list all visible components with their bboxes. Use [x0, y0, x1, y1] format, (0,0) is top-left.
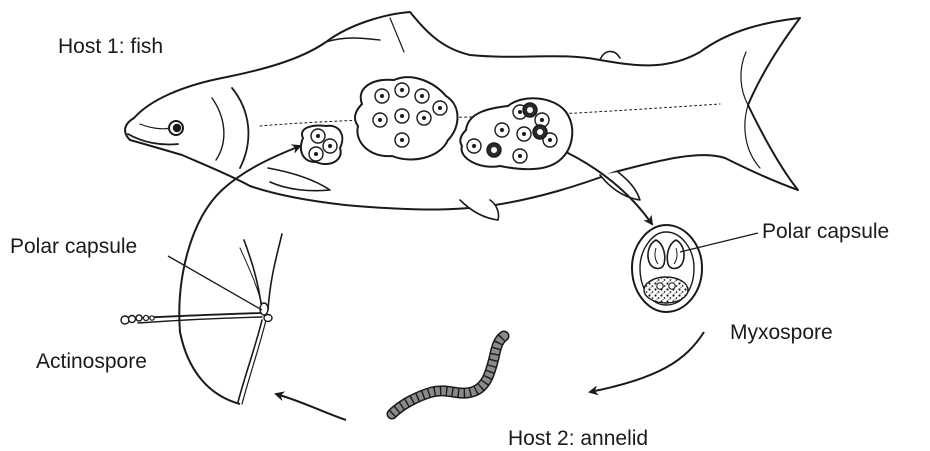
cyst-cell-nucleus: [380, 94, 384, 98]
cyst-cell-nucleus: [400, 138, 404, 142]
annelid-worm: [392, 336, 504, 414]
cyst-cell-nucleus: [527, 107, 533, 113]
cyst-cell-nucleus: [518, 154, 522, 158]
cyst-cell-nucleus: [422, 116, 426, 120]
polar-capsule-label-right: Polar capsule: [762, 221, 889, 242]
cyst-cell-nucleus: [438, 106, 442, 110]
arrow-annelid-to-actinospore: [276, 394, 346, 420]
cyst-cell-nucleus: [400, 114, 404, 118]
cyst-cell-nucleus: [518, 110, 522, 114]
cyst-cell-nucleus: [522, 132, 526, 136]
myxospore-illustration: [632, 225, 702, 312]
cyst-cell-nucleus: [472, 144, 476, 148]
cyst-cell-nucleus: [420, 94, 424, 98]
host1-label: Host 1: fish: [58, 36, 163, 57]
cyst-cell-nucleus: [316, 134, 320, 138]
cyst-cell-nucleus: [500, 128, 504, 132]
cyst-cell-nucleus: [328, 144, 332, 148]
cyst-cell-nucleus: [378, 118, 382, 122]
cyst-cell-nucleus: [540, 118, 544, 122]
host2-label: Host 2: annelid: [508, 428, 648, 449]
myxospore-label: Myxospore: [730, 322, 833, 343]
arrow-myxospore-to-annelid: [590, 332, 704, 392]
actinospore-label: Actinospore: [36, 351, 147, 372]
cyst-cell-nucleus: [548, 138, 552, 142]
cyst-cell-nucleus: [314, 152, 318, 156]
cyst-cell-nucleus: [491, 147, 497, 153]
cyst-cell-nucleus: [400, 88, 404, 92]
polar-capsule-label-left: Polar capsule: [10, 236, 137, 257]
fish-host-illustration: [125, 12, 800, 220]
cyst-cell-nucleus: [537, 129, 543, 135]
